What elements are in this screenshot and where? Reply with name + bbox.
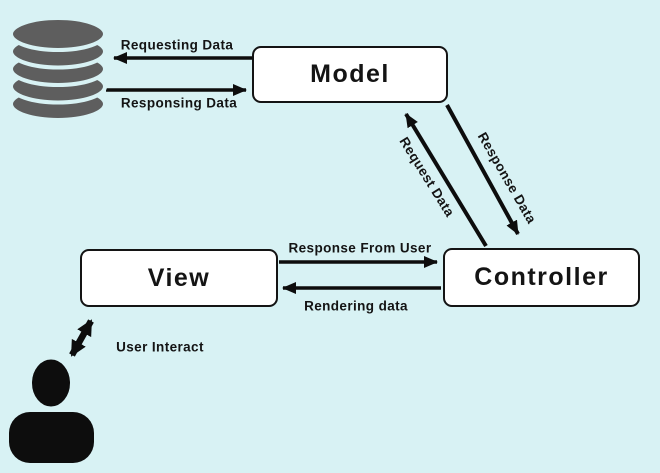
node-model: Model xyxy=(252,46,448,103)
database-icon xyxy=(9,16,107,122)
edge-label-rendering-data: Rendering data xyxy=(304,298,408,314)
edge-label-user-interact: User Interact xyxy=(116,339,204,355)
edge-label-responsing-data: Responsing Data xyxy=(120,95,238,111)
node-controller: Controller xyxy=(443,248,640,307)
edge-label-requesting-data: Requesting Data xyxy=(120,37,234,53)
user-icon xyxy=(9,354,94,463)
arrow-user-interact xyxy=(69,319,94,357)
node-controller-label: Controller xyxy=(474,263,609,291)
arrow-request-data xyxy=(404,112,488,248)
node-view: View xyxy=(80,249,278,307)
arrow-response-data xyxy=(445,104,520,235)
node-model-label: Model xyxy=(310,60,390,88)
edge-label-response-from-user: Response From User xyxy=(288,240,432,256)
node-view-label: View xyxy=(147,263,211,292)
